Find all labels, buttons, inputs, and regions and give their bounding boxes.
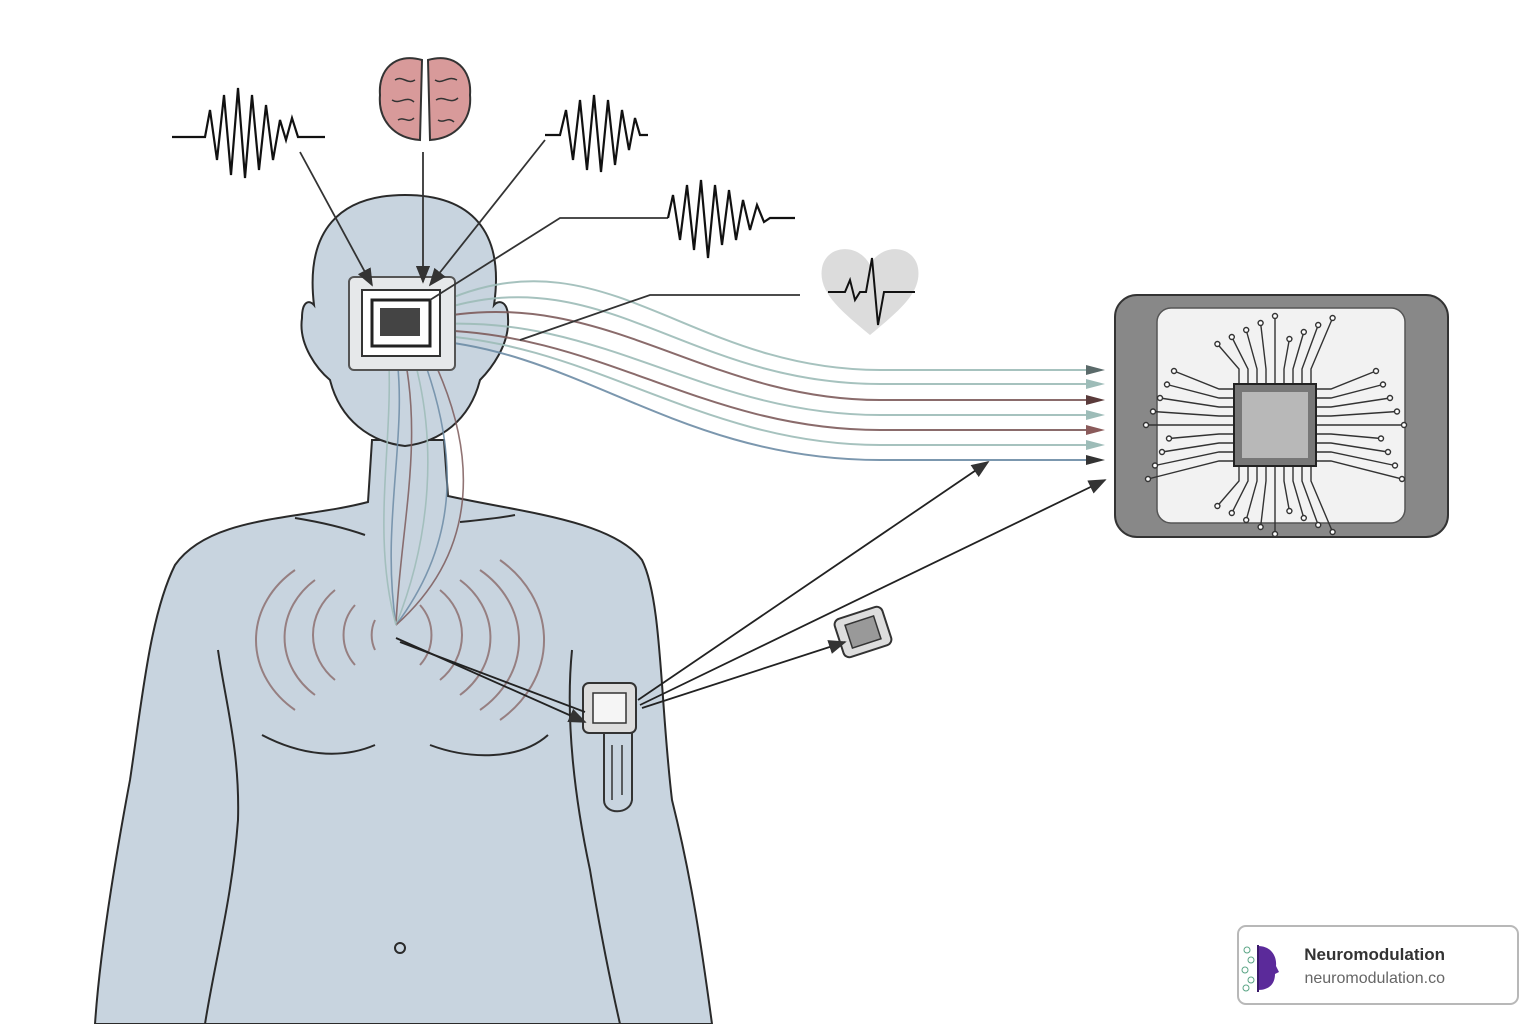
circuit-trace (1316, 370, 1377, 390)
circuit-pad (1386, 394, 1394, 402)
circuit-trace (1301, 466, 1319, 526)
circuit-trace (1173, 370, 1234, 390)
circuit-pad (1163, 381, 1171, 388)
brainwave-signal-2 (545, 94, 648, 173)
circuit-trace (1316, 460, 1403, 480)
heart-rate-icon (821, 249, 919, 335)
chest-line (261, 734, 549, 757)
circuit-trace (1310, 466, 1334, 533)
circuit-pad (1242, 516, 1250, 524)
circuit-pad (1228, 509, 1236, 517)
circuit-trace (1152, 410, 1234, 417)
circuit-pad (1156, 394, 1164, 402)
brainwave-signal-3 (666, 179, 795, 259)
circuit-pad (1170, 367, 1178, 375)
circuit-pad (1300, 514, 1308, 522)
circuit-pad (1329, 314, 1336, 322)
circuit-pad (1271, 312, 1279, 320)
circuit-trace (1316, 410, 1398, 417)
wire-arrowheads (1086, 365, 1105, 465)
brand-logo-card[interactable]: Neuromodulation neuromodulation.co (1237, 925, 1519, 1005)
circuit-pad (1391, 462, 1399, 469)
neural-wires-to-chest (383, 344, 465, 626)
circuit-pad (1228, 333, 1236, 341)
collarbone-left (294, 517, 366, 536)
circuit-pad (1286, 507, 1293, 515)
circuit-trace (1283, 466, 1291, 512)
signal-pointer-lines (299, 139, 800, 341)
circuit-trace (1168, 433, 1234, 440)
circuit-pad (1379, 381, 1387, 388)
wireless-sensor-device (833, 605, 893, 659)
brand-name: Neuromodulation (1304, 945, 1445, 964)
circuit-pad (1151, 462, 1159, 469)
collarbone-right (459, 514, 516, 523)
circuit-trace (1159, 397, 1234, 408)
circuit-trace (1259, 322, 1267, 384)
circuit-pad (1149, 408, 1157, 415)
circuit-pad (1271, 530, 1279, 538)
circuit-trace (1154, 451, 1234, 467)
circuit-trace (1166, 383, 1234, 399)
circuit-trace (1292, 466, 1305, 519)
brain-icon (378, 57, 472, 142)
circuit-trace (1316, 383, 1384, 399)
circuit-pad (1400, 421, 1408, 429)
circuit-trace (1161, 442, 1234, 453)
circuit-trace (1316, 397, 1391, 408)
left-arm-line (204, 649, 240, 1024)
circuit-pad (1398, 475, 1406, 483)
circuit-pad (1300, 328, 1308, 336)
circuit-pad (1314, 521, 1322, 529)
circuit-trace (1245, 329, 1258, 384)
circuit-pad (1384, 448, 1392, 456)
brain-implant-chip (348, 276, 456, 371)
circuit-pad (1257, 319, 1264, 327)
circuit-pad (1214, 340, 1221, 348)
circuit-trace (1245, 466, 1258, 521)
processor-device (1114, 294, 1449, 538)
circuit-trace (1316, 442, 1389, 453)
circuit-pad (1393, 408, 1401, 415)
neural-wires-to-processor (424, 280, 1095, 461)
circuit-pad (1377, 435, 1385, 442)
circuit-pad (1144, 475, 1152, 483)
brainwave-signal-1 (172, 87, 325, 179)
circuit-trace (1310, 317, 1334, 384)
circuit-trace (1316, 433, 1382, 440)
brand-url: neuromodulation.co (1304, 970, 1445, 987)
circuit-pad (1372, 367, 1380, 375)
arm-sensor-device (582, 682, 637, 813)
circuit-pad (1142, 421, 1150, 429)
circuit-trace (1231, 466, 1249, 514)
circuit-trace (1283, 338, 1291, 384)
brand-head-icon (1241, 945, 1279, 992)
circuit-pad (1257, 523, 1264, 531)
circuit-pad (1165, 435, 1173, 442)
circuit-trace (1216, 343, 1240, 384)
circuit-trace (1259, 466, 1267, 528)
circuit-pad (1214, 502, 1221, 510)
circuit-pad (1158, 448, 1166, 456)
circuit-trace (1301, 324, 1319, 384)
circuit-trace (1147, 460, 1234, 480)
data-link-arrows (395, 460, 1107, 723)
circuit-trace (1216, 466, 1240, 507)
circuit-pad (1314, 321, 1322, 329)
circuit-pad (1329, 528, 1336, 536)
circuit-trace (1231, 336, 1249, 384)
signal-ripples (254, 559, 546, 721)
circuit-pad (1242, 326, 1250, 334)
circuit-trace (1292, 331, 1305, 384)
circuit-trace (1316, 451, 1396, 467)
circuit-pad (1286, 335, 1293, 343)
navel (394, 942, 406, 954)
